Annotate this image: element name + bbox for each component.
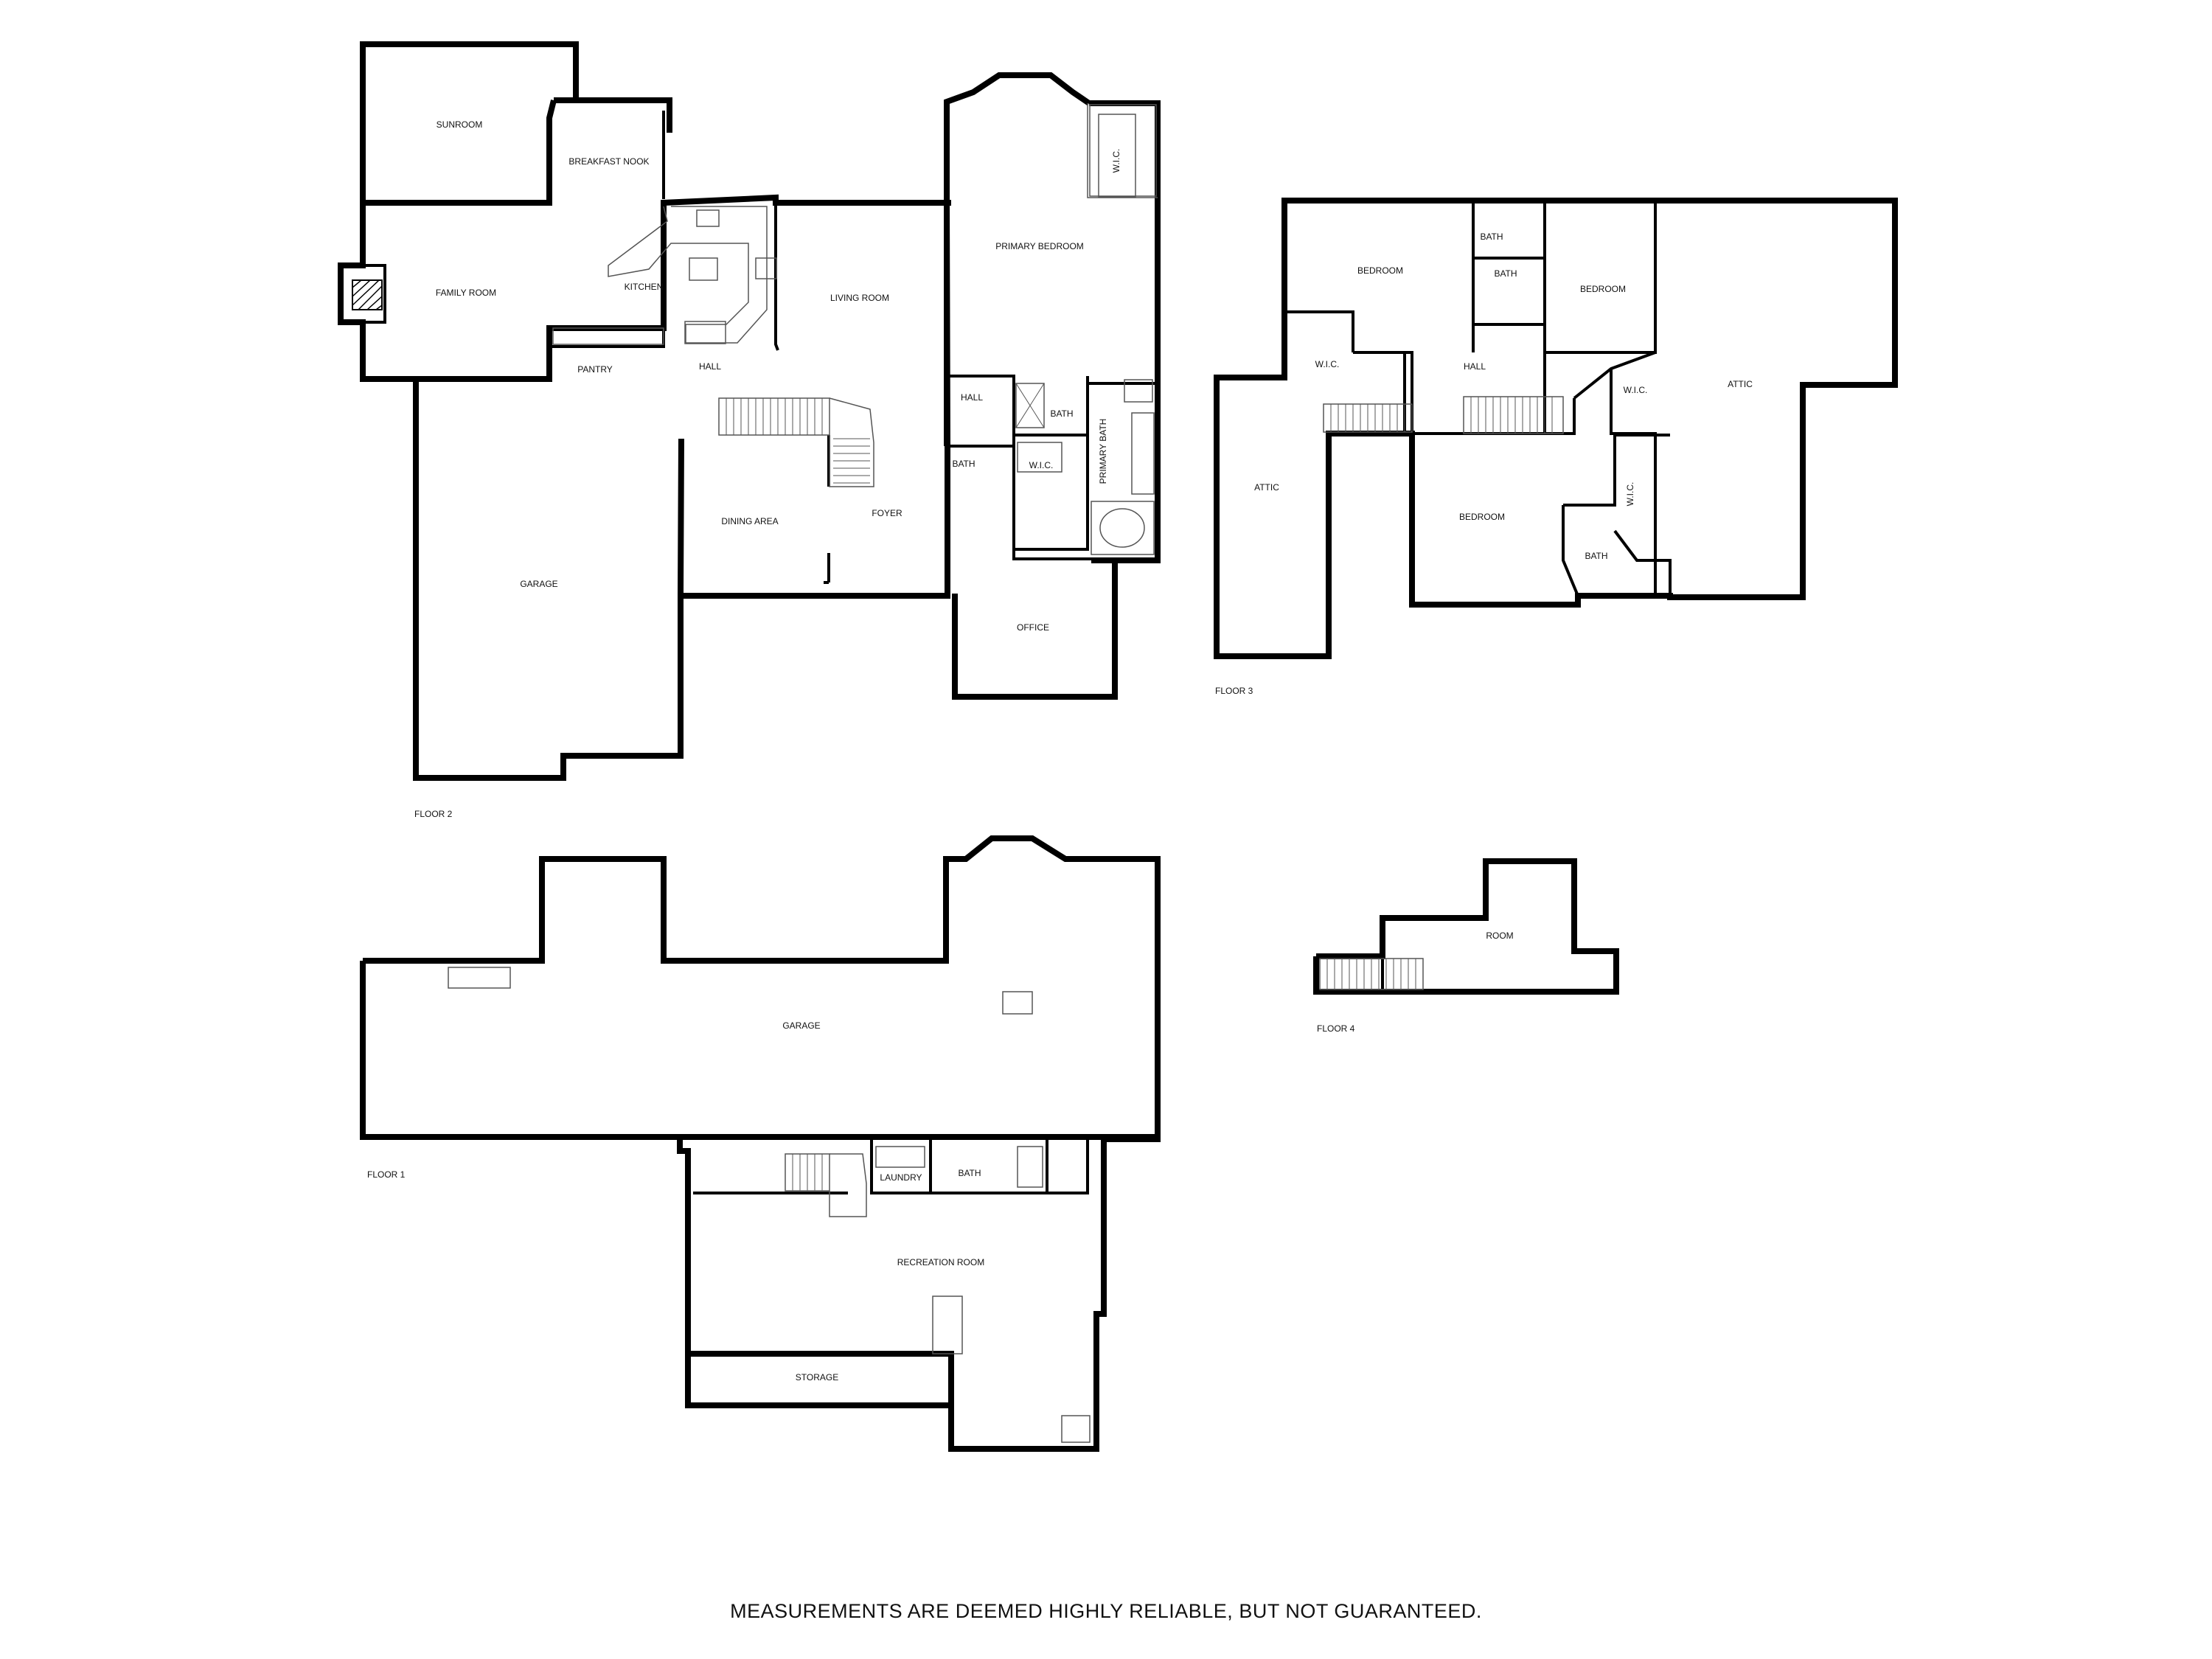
floor-1-walls — [360, 835, 1161, 1452]
fireplace-icon — [339, 264, 386, 324]
floor-label: FLOOR 3 — [1215, 686, 1253, 696]
floor-2-walls — [338, 41, 1161, 781]
room-label: BATH — [952, 459, 975, 469]
stairs-floor-1 — [448, 967, 1091, 1443]
room-label: W.I.C. — [1624, 385, 1648, 395]
floor-label: FLOOR 1 — [367, 1169, 406, 1180]
floor-labels: FLOOR 2 FLOOR 3 FLOOR 1 FLOOR 4 — [367, 686, 1355, 1180]
floor-label: FLOOR 4 — [1317, 1023, 1355, 1034]
room-label: OFFICE — [1017, 622, 1049, 633]
primary-bath-fixtures — [1015, 379, 1155, 555]
kitchen-counters — [552, 206, 777, 345]
disclaimer-text: MEASUREMENTS ARE DEEMED HIGHLY RELIABLE,… — [730, 1600, 1482, 1622]
room-label: W.I.C. — [1029, 460, 1054, 470]
room-label: STORAGE — [796, 1372, 838, 1382]
room-label: RECREATION ROOM — [897, 1257, 984, 1267]
room-label: ATTIC — [1254, 482, 1279, 493]
room-label: ROOM — [1486, 931, 1513, 941]
stairs-floor-3 — [1323, 396, 1564, 434]
room-label: BEDROOM — [1580, 284, 1626, 294]
room-label: BATH — [1050, 408, 1073, 419]
room-label: PRIMARY BEDROOM — [995, 241, 1084, 251]
room-label: BREAKFAST NOOK — [568, 156, 649, 167]
room-label: BATH — [1585, 551, 1607, 561]
room-label: SUNROOM — [437, 119, 483, 130]
room-label: HALL — [961, 392, 983, 403]
room-label: W.I.C. — [1315, 359, 1340, 369]
room-label: DINING AREA — [721, 516, 778, 526]
room-label: BATH — [958, 1168, 981, 1178]
room-label: PRIMARY BATH — [1098, 419, 1108, 484]
room-label: GARAGE — [520, 579, 557, 589]
floor-4-walls — [1313, 858, 1619, 995]
room-label: PANTRY — [577, 364, 613, 375]
room-label: W.I.C. — [1111, 149, 1121, 173]
floor-label: FLOOR 2 — [414, 809, 453, 819]
room-label: ATTIC — [1728, 379, 1753, 389]
room-label: BEDROOM — [1459, 512, 1505, 522]
room-label: BEDROOM — [1357, 265, 1403, 276]
room-label: LIVING ROOM — [830, 293, 889, 303]
room-label: HALL — [1464, 361, 1486, 372]
room-label: W.I.C. — [1625, 482, 1635, 507]
stairs-floor-2 — [718, 397, 874, 487]
room-labels: SUNROOM BREAKFAST NOOK FAMILY ROOM KITCH… — [436, 119, 1753, 1382]
room-label: HALL — [699, 361, 721, 372]
room-label: KITCHEN — [625, 282, 664, 292]
room-label: FOYER — [872, 508, 902, 518]
room-label: BATH — [1494, 268, 1517, 279]
room-label: LAUNDRY — [880, 1172, 922, 1183]
room-label: BATH — [1480, 232, 1503, 242]
room-label: GARAGE — [782, 1020, 820, 1031]
room-label: FAMILY ROOM — [436, 288, 496, 298]
floor-3-walls — [1214, 198, 1898, 659]
